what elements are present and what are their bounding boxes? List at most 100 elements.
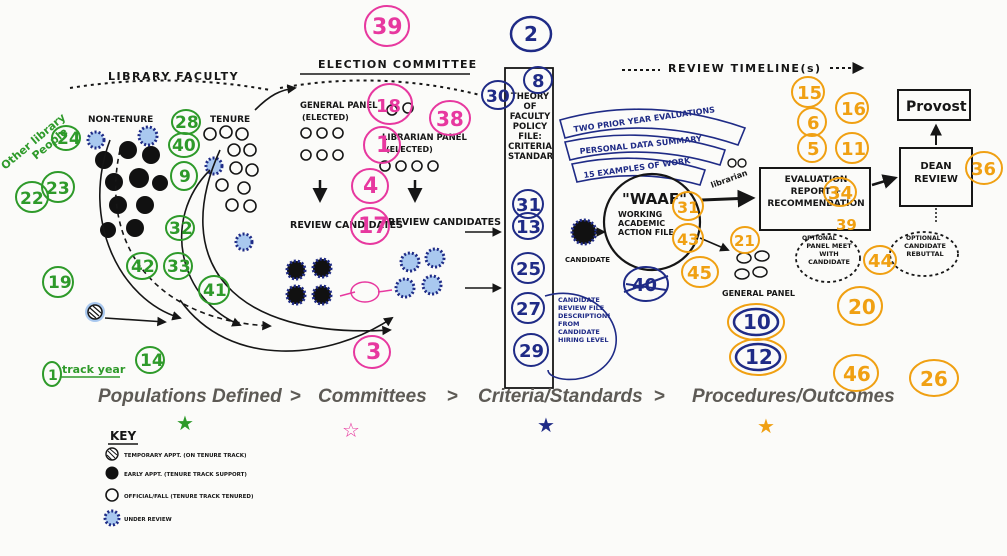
criteria-number: 8 <box>532 71 545 92</box>
committee-number: 4 <box>363 174 378 199</box>
svg-text:34: 34 <box>828 183 853 204</box>
svg-text:26: 26 <box>920 367 948 391</box>
candidate-file-text: CANDIDATE REVIEW FILE DESCRIPTIONS FROM … <box>558 296 610 344</box>
candidate-label: CANDIDATE <box>565 256 610 264</box>
evaluation-report-box <box>759 167 871 231</box>
population-number: 19 <box>48 273 72 293</box>
svg-text:1: 1 <box>48 368 58 384</box>
legend-title: KEY <box>110 429 136 443</box>
population-numbers: 24 22 23 28 40 9 32 42 33 41 19 14 <box>15 109 230 374</box>
general-panel-label: GENERAL PANEL <box>300 101 378 111</box>
committee-number: 1 <box>376 133 391 158</box>
orange-star-icon: ★ <box>757 414 775 438</box>
svg-text:OPTIONAL: OPTIONAL <box>802 235 837 242</box>
committee-number: 18 <box>376 96 401 117</box>
review-candidates-right: REVIEW CANDIDATES <box>388 217 501 228</box>
criteria-number: 25 <box>516 259 541 280</box>
librarian-label: librarian <box>710 168 749 190</box>
population-number: 40 <box>172 136 196 156</box>
nontenure-column-label: NON-TENURE <box>88 115 153 125</box>
stage-criteria: Criteria/Standards <box>478 386 643 407</box>
panel-member-dots <box>300 102 439 172</box>
svg-text:16: 16 <box>841 99 866 120</box>
legend-swatches <box>103 447 121 527</box>
candidate-dot <box>570 218 598 246</box>
criteria-number: 27 <box>516 299 541 320</box>
svg-text:45: 45 <box>687 263 712 284</box>
review-timeline-heading: REVIEW TIMELINE(s) <box>668 62 822 75</box>
election-committee-heading: ELECTION COMMITTEE <box>318 58 477 71</box>
svg-text:5: 5 <box>807 139 820 160</box>
population-flow-lines <box>99 84 394 352</box>
dean-review-box <box>899 147 973 207</box>
provost-text: Provost <box>906 99 967 115</box>
committee-number: 38 <box>436 107 464 131</box>
temporary-appointment-dot <box>85 302 105 322</box>
svg-text:39: 39 <box>836 216 857 234</box>
waaf-title: "WAAF" <box>622 190 687 208</box>
svg-text:31: 31 <box>677 198 699 217</box>
svg-text:11: 11 <box>841 139 866 160</box>
population-number: 33 <box>167 257 191 277</box>
track-year-note: 1 track year <box>42 361 126 387</box>
stage-procedures: Procedures/Outcomes <box>692 386 895 407</box>
legend: KEY TEMPORARY APPT. (ON TENURE TRACK) EA… <box>103 429 254 527</box>
criteria-numbers: 2 8 30 31 13 25 27 29 <box>481 15 553 367</box>
committees-section: ELECTION COMMITTEE GENERAL PANEL (ELECTE… <box>279 5 501 369</box>
panel-meet-ellipse <box>795 233 861 283</box>
navy-star-icon: ★ <box>537 413 555 437</box>
evaluation-report-text: EVALUATION REPORT + RECOMMENDATION <box>767 175 865 209</box>
legend-item-official: OFFICIAL/FALL (TENURE TRACK TENURED) <box>124 494 254 500</box>
green-star-icon: ★ <box>176 411 194 435</box>
legend-item-early: EARLY APPT. (TENURE TRACK SUPPORT) <box>124 472 247 478</box>
population-number: 42 <box>131 257 155 277</box>
svg-text:43: 43 <box>677 230 699 249</box>
panel-meet-text: PANEL MEET WITH CANDIDATE <box>806 242 852 266</box>
pink-star-icon: ☆ <box>342 418 360 442</box>
svg-text:OPTIONAL: OPTIONAL <box>906 235 941 242</box>
stage-populations: Populations Defined <box>98 386 282 407</box>
waaf-subtitle: WORKING ACADEMIC ACTION FILE <box>618 210 674 237</box>
criteria-number: 2 <box>524 22 538 46</box>
provost-box <box>897 89 971 121</box>
committee-numbers: 39 1 38 4 17 18 3 <box>339 5 471 369</box>
criteria-number: 30 <box>486 87 510 107</box>
population-number: 28 <box>175 113 199 133</box>
tenure-column-label: TENURE <box>210 115 250 125</box>
candidates-under-review-light <box>394 247 446 299</box>
stage-committees: Committees <box>318 386 427 407</box>
population-number: 41 <box>203 281 227 301</box>
librarian-panel-label: LIBRARIAN PANEL <box>382 133 467 143</box>
nontenure-under-review <box>86 125 159 150</box>
other-library-people-note: Other library People <box>0 111 70 172</box>
policy-file-column <box>504 67 554 389</box>
stage-separator: > <box>290 386 302 407</box>
svg-text:36: 36 <box>971 159 996 180</box>
population-number: 14 <box>140 351 164 371</box>
committee-number: 3 <box>366 340 381 365</box>
svg-text:15: 15 <box>797 83 822 104</box>
review-candidates-left: REVIEW CANDIDATES <box>290 220 403 231</box>
candidate-file-bubble <box>544 292 618 381</box>
population-number: 23 <box>46 179 70 199</box>
svg-text:21: 21 <box>734 232 755 250</box>
svg-text:20: 20 <box>848 295 876 319</box>
waaf-circle <box>602 172 702 272</box>
candidates-under-review-dark <box>285 257 333 306</box>
criteria-number: 29 <box>519 341 544 362</box>
procedure-numbers-navy: 10 12 <box>727 303 787 376</box>
committee-number: 39 <box>372 15 403 40</box>
criteria-section: THEORY OF FACULTY POLICY FILE: CRITERIA … <box>465 15 618 389</box>
early-appointment-dots <box>95 141 168 238</box>
svg-text:(ELECTED): (ELECTED) <box>302 113 349 122</box>
candidate-rebuttal-ellipse <box>889 231 959 277</box>
library-faculty-heading: LIBRARY FACULTY <box>108 70 239 83</box>
stage-separator: > <box>654 386 666 407</box>
svg-text:(ELECTED): (ELECTED) <box>386 145 433 154</box>
general-panel-label: GENERAL PANEL <box>722 289 795 298</box>
svg-text:track year: track year <box>62 363 126 376</box>
procedure-numbers-orange: 15 16 6 5 11 36 34 39 21 31 43 45 44 2 <box>672 76 1003 397</box>
svg-text:6: 6 <box>807 113 820 134</box>
svg-text:12: 12 <box>745 345 773 369</box>
